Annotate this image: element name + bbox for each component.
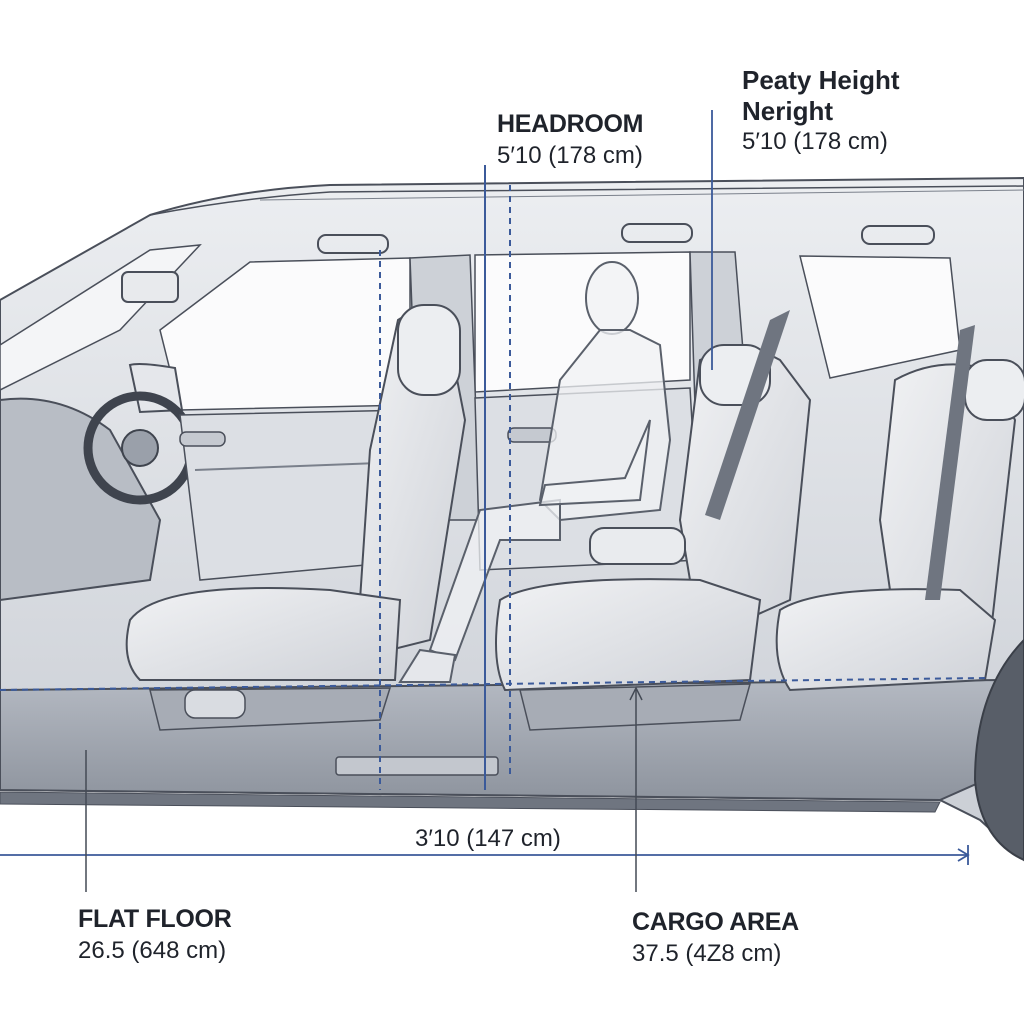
length-value: 3′10 (147 cm)	[415, 825, 561, 852]
seat-height-title-line2: Neright	[742, 96, 833, 126]
seat-belt-middle	[705, 310, 790, 520]
seat-height-title-line1: Peaty Height	[742, 65, 900, 95]
middle-seat-cushion	[495, 578, 762, 692]
headroom-title: HEADROOM	[497, 110, 644, 138]
grab-handle-3	[861, 225, 935, 245]
rear-headrest	[964, 359, 1024, 421]
rear-seat-cushion	[775, 588, 997, 692]
rear-wheel-arch	[973, 638, 1024, 862]
grab-handle-1	[317, 234, 389, 254]
roof-line	[149, 185, 1024, 216]
armrest	[589, 527, 686, 565]
sill	[0, 791, 941, 813]
rearview-mirror	[121, 271, 179, 303]
flat-floor-value: 26.5 (648 cm)	[78, 937, 227, 964]
seat-belt-rear	[925, 325, 975, 600]
passenger-figure	[398, 261, 672, 683]
front-seat-cushion	[125, 587, 402, 681]
dashboard	[0, 397, 162, 602]
cargo-area-value: 37.5 (4Z8 cm)	[632, 940, 782, 967]
cargo-area-title: CARGO AREA	[632, 908, 799, 936]
floor	[0, 678, 1002, 802]
grab-handle-2	[621, 223, 693, 243]
front-headrest	[397, 304, 461, 396]
headroom-value: 5′10 (178 cm)	[497, 142, 643, 169]
dimension-guides	[0, 110, 986, 892]
seat-height-value: 5′10 (178 cm)	[742, 128, 888, 155]
flat-floor-title: FLAT FLOOR	[78, 905, 232, 933]
